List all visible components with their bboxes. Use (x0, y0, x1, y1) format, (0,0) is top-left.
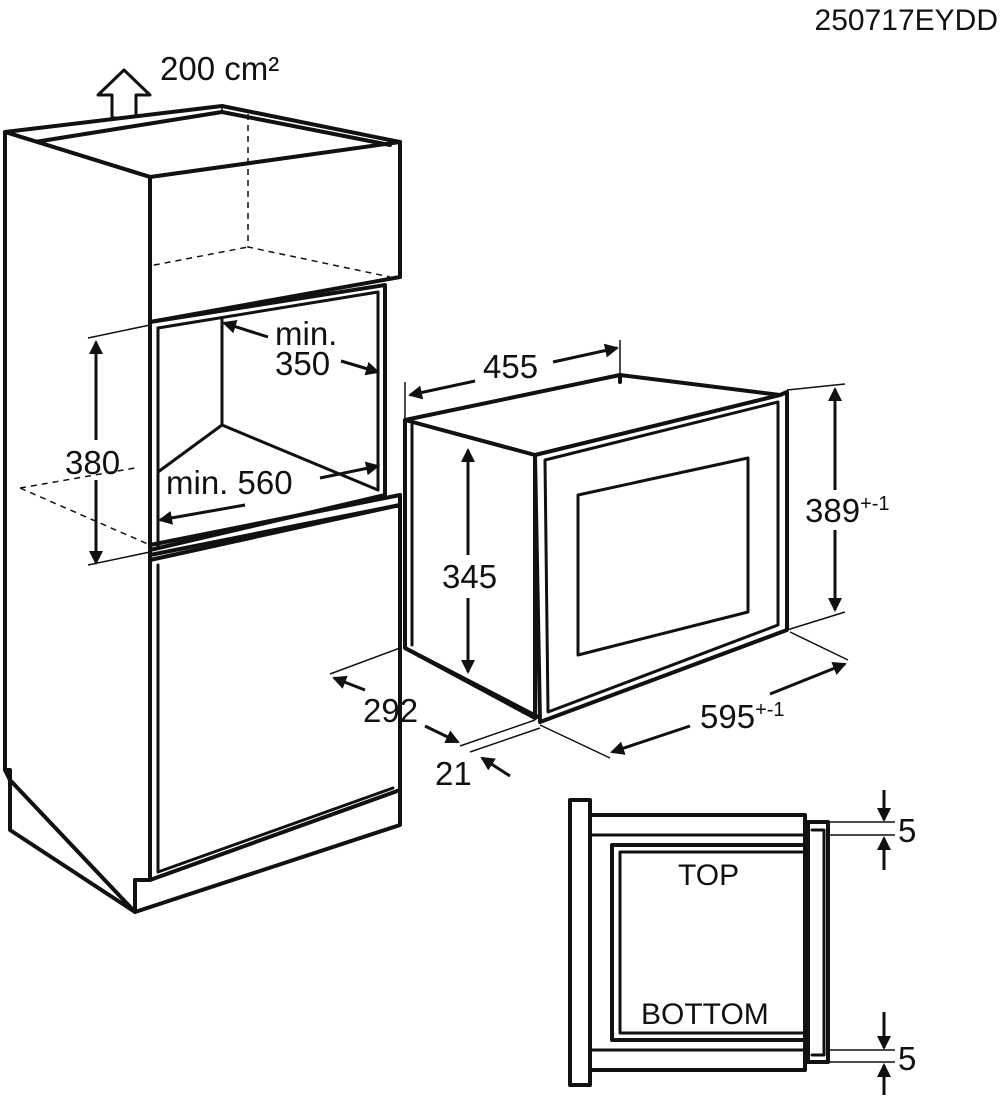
appliance-front-width-tolerance: +-1 (755, 699, 784, 721)
appliance-front-height-tolerance: +-1 (860, 493, 889, 515)
reference-code: 250717EYDD (815, 4, 998, 37)
orientation-bottom-label: BOTTOM (641, 998, 769, 1031)
orientation-detail: TOP BOTTOM 5 5 (568, 790, 916, 1095)
niche-min-width: min. 560 (166, 464, 293, 501)
appliance-front-height: 389 (805, 492, 860, 529)
appliance (403, 373, 789, 724)
niche-min-depth-value: 350 (275, 345, 330, 382)
appliance-front-thickness: 21 (435, 755, 472, 792)
appliance-front-width: 595 (700, 698, 755, 735)
cabinet: 200 cm² (3, 50, 402, 914)
orientation-gap-bottom: 5 (898, 1040, 916, 1077)
niche-height: 380 (65, 444, 120, 481)
dimension-345: 345 (442, 448, 497, 674)
niche-min-depth-prefix: min. (275, 315, 337, 352)
dimension-min-350: min. 350 (222, 315, 380, 382)
orientation-gap-top: 5 (898, 812, 916, 849)
appliance-front-width-label: 595+-1 (700, 698, 785, 735)
dimension-21: 21 (435, 727, 541, 792)
dimension-380: 380 (65, 324, 151, 566)
ventilation-label: 200 cm² (160, 50, 279, 87)
appliance-front-height-label: 389+-1 (805, 492, 890, 529)
appliance-side-depth: 292 (363, 692, 418, 729)
ventilation-arrow-icon (96, 68, 152, 120)
dimension-389: 389+-1 (786, 383, 890, 631)
dimension-min-560: min. 560 (158, 461, 380, 525)
appliance-height: 345 (442, 558, 497, 595)
dimension-595: 595+-1 (539, 631, 849, 759)
dimension-455: 455 (404, 340, 621, 420)
appliance-depth: 455 (483, 348, 538, 385)
orientation-top-label: TOP (678, 859, 739, 892)
dimension-292: 292 (329, 647, 536, 747)
